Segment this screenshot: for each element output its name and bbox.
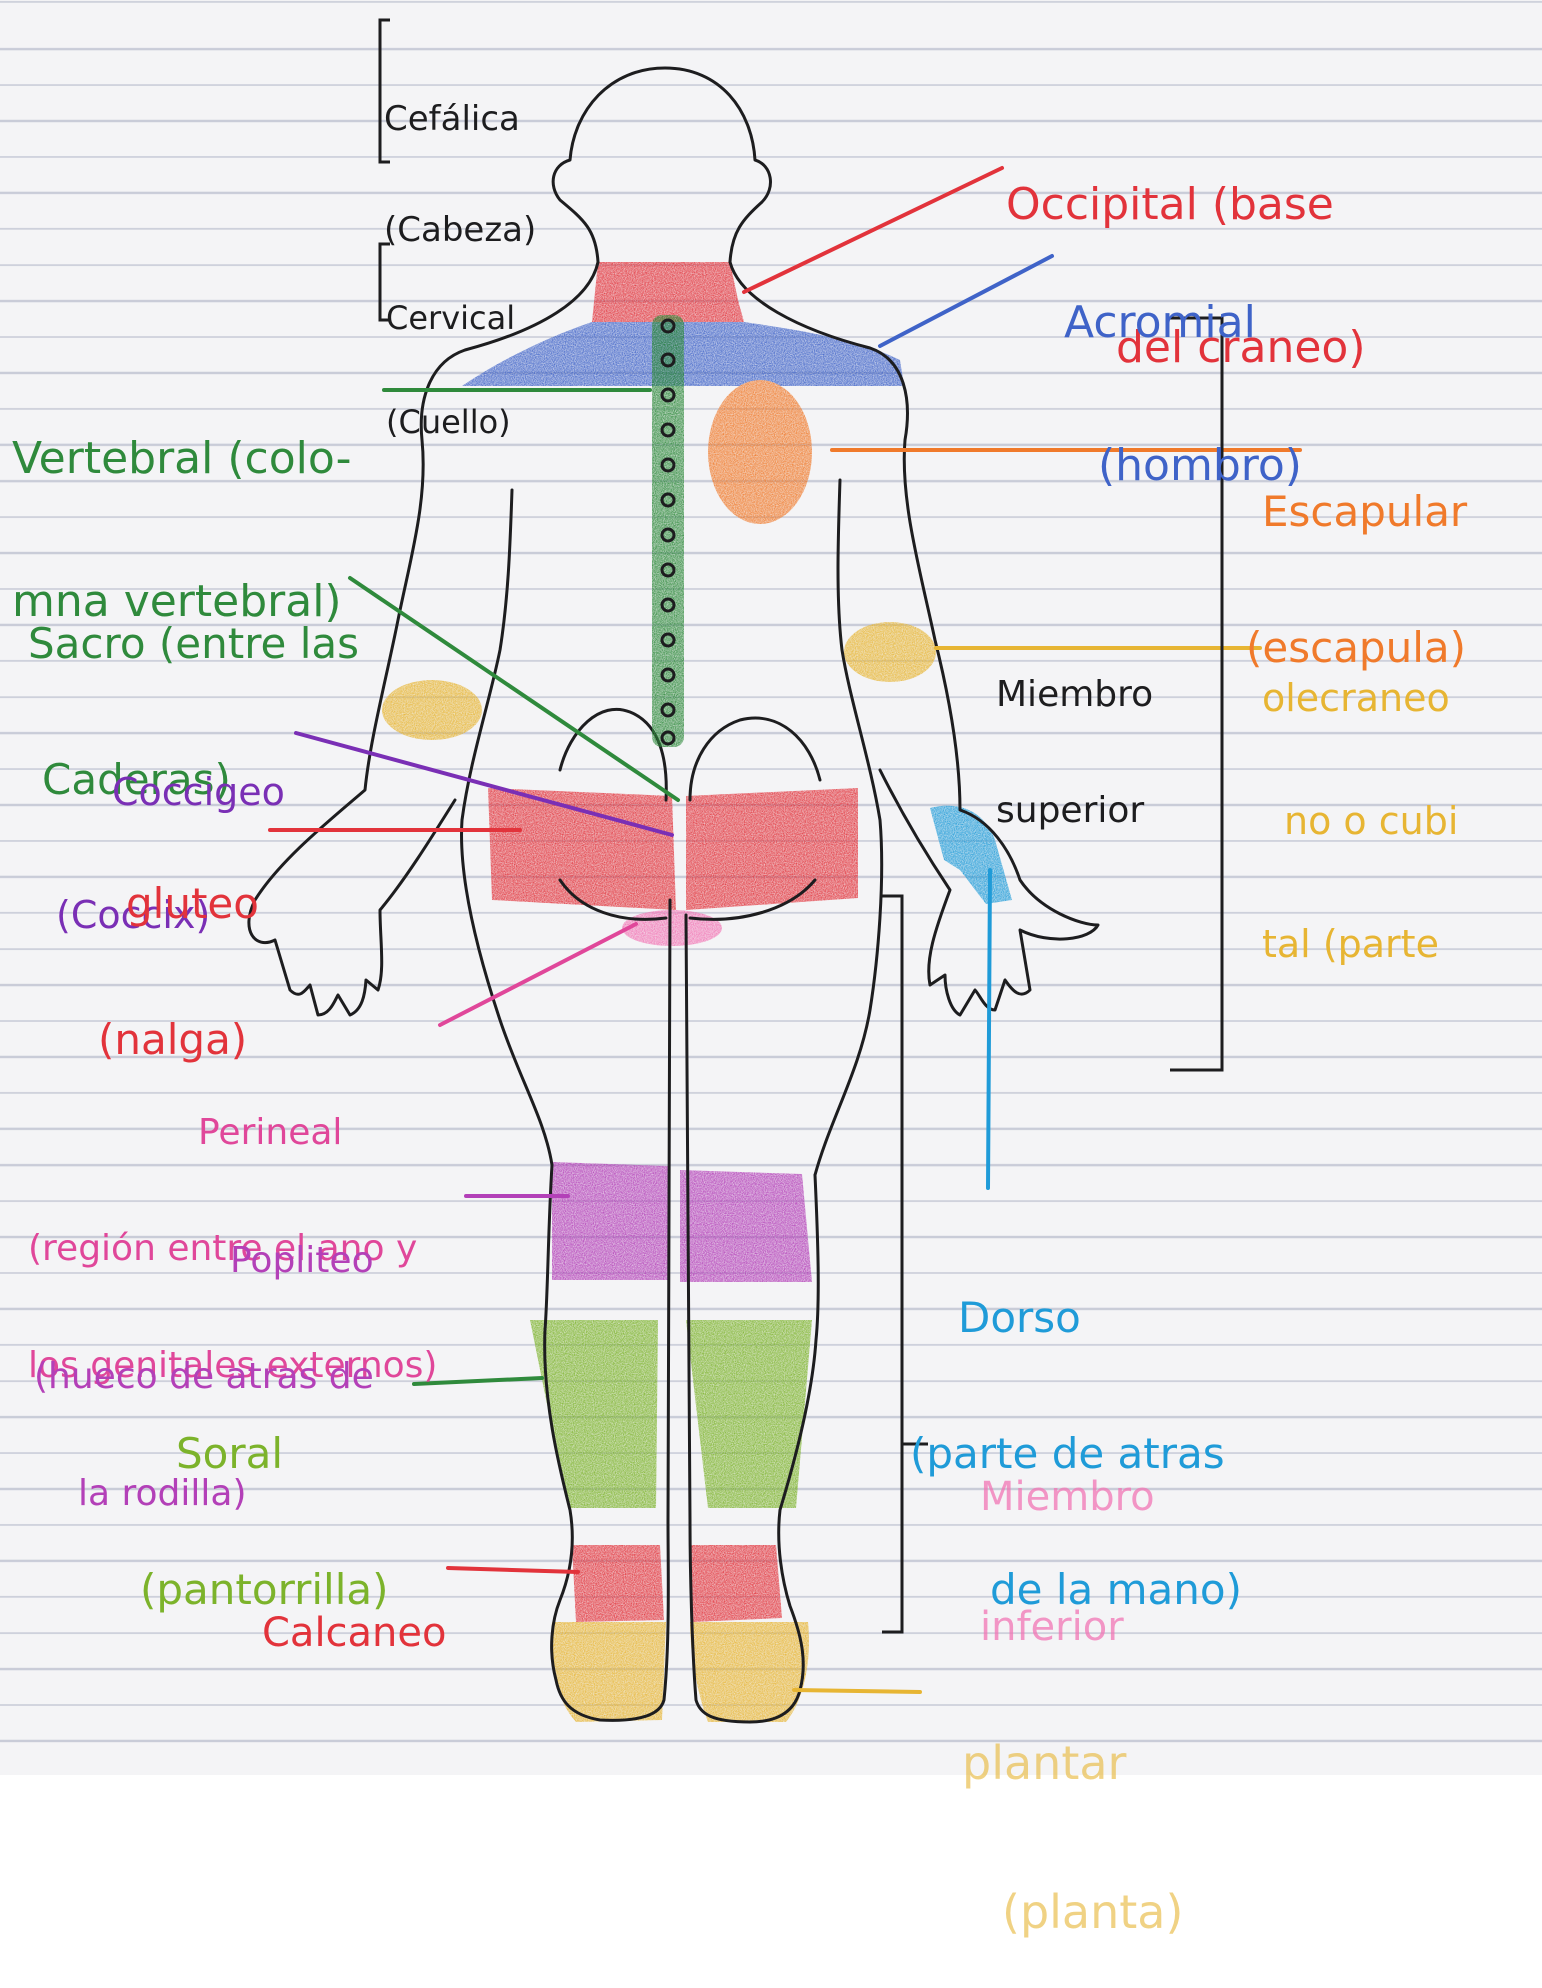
label-popliteo-line1: Popliteo [34,1242,374,1281]
label-acromial-line1: Acromial [1064,299,1302,347]
label-cefalica-line1: Cefálica [384,101,536,138]
calcaneo-leader [448,1568,578,1572]
label-olecranon-line3: tal (parte [1262,924,1458,965]
occipital-leader [744,168,1002,292]
cervical-region [592,262,744,322]
label-cervical-line2: (Cuello) [386,405,515,440]
sural-region [530,1320,812,1508]
label-olecranon-line2: no o cubi [1262,801,1458,842]
label-gluteo-line1: gluteo [98,881,259,926]
plantar-leader [794,1690,920,1692]
dorso-leader [988,870,990,1188]
head-outline [553,68,770,262]
label-plantar-line1: plantar [962,1739,1183,1789]
perineal-leader [440,924,636,1025]
label-escapular-line1: Escapular [1262,489,1467,534]
label-miembro-inferior-line1: Miembro [980,1476,1155,1519]
label-olecranon-line1: olecraneo [1262,678,1458,719]
label-cervical-line1: Cervical [386,301,515,336]
label-olecranon: olecraneo no o cubi tal (parte [1262,596,1458,1006]
scapular-region [708,380,812,524]
plantar-region [551,1622,809,1722]
label-sural-line1: Soral [140,1431,389,1476]
label-miembro-superior: Miembro superior [996,598,1153,870]
perineal-region [622,910,722,946]
label-cervical: Cervical (Cuello) [386,232,515,474]
popliteal-region [552,1162,812,1282]
label-calcaneo-line1: Calcaneo [262,1612,447,1655]
calcaneal-region [572,1545,782,1622]
label-miembro-superior-line1: Miembro [996,676,1153,715]
label-sacro-line1: Sacro (entre las [28,621,359,666]
label-perineal-line1: Perineal [28,1114,437,1153]
olecranon-region [844,622,936,682]
label-plantar-line2: (planta) [962,1888,1183,1938]
label-plantar: plantar (planta) [962,1640,1183,1988]
spine [652,315,684,747]
label-calcaneo: Calcaneo [262,1526,447,1699]
label-dorso-line1: Dorso [910,1295,1242,1340]
olecranon-region-left [382,680,482,740]
label-miembro-superior-line2: superior [996,792,1153,831]
label-vertebral-line1: Vertebral (colo- [12,435,351,483]
